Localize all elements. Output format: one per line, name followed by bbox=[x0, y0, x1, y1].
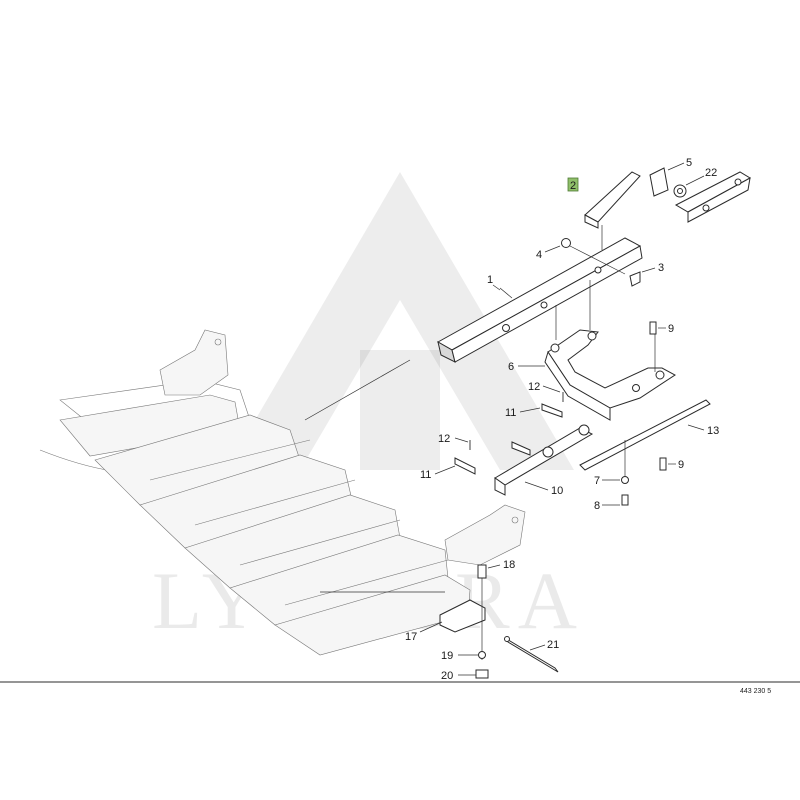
conveyor-slats bbox=[39, 329, 526, 656]
callout-3[interactable]: 3 bbox=[641, 262, 664, 274]
svg-text:9: 9 bbox=[678, 459, 684, 471]
parts-5-22-detail bbox=[649, 167, 752, 223]
svg-text:12: 12 bbox=[438, 433, 450, 445]
callout-19[interactable]: 19 bbox=[441, 650, 478, 662]
svg-text:13: 13 bbox=[707, 425, 719, 437]
callout-2[interactable]: 2 bbox=[567, 177, 579, 192]
svg-text:4: 4 bbox=[536, 249, 542, 261]
drawing-reference: 443 230 5 bbox=[740, 688, 771, 695]
parts-3-4-fasteners bbox=[561, 238, 641, 287]
callout-9-upper[interactable]: 9 bbox=[658, 323, 674, 335]
svg-text:1: 1 bbox=[487, 274, 493, 286]
parts-7-8-9-hardware bbox=[621, 321, 667, 506]
callout-4[interactable]: 4 bbox=[536, 245, 561, 261]
svg-text:5: 5 bbox=[686, 157, 692, 169]
callout-10[interactable]: 10 bbox=[524, 481, 563, 497]
callout-8[interactable]: 8 bbox=[594, 500, 620, 512]
callout-5[interactable]: 5 bbox=[667, 157, 692, 171]
svg-text:10: 10 bbox=[551, 485, 563, 497]
callout-18[interactable]: 18 bbox=[487, 559, 515, 571]
part-2-wear-plate bbox=[584, 171, 641, 250]
svg-text:11: 11 bbox=[420, 469, 431, 481]
svg-text:11: 11 bbox=[505, 407, 516, 419]
svg-text:8: 8 bbox=[594, 500, 600, 512]
svg-text:3: 3 bbox=[658, 262, 664, 274]
svg-text:20: 20 bbox=[441, 670, 453, 682]
callout-17[interactable]: 17 bbox=[405, 621, 443, 643]
svg-text:18: 18 bbox=[503, 559, 515, 571]
svg-text:21: 21 bbox=[547, 639, 559, 651]
part-6-frame bbox=[544, 280, 676, 421]
callout-9-lower[interactable]: 9 bbox=[668, 459, 684, 471]
svg-text:7: 7 bbox=[594, 475, 600, 487]
svg-text:19: 19 bbox=[441, 650, 453, 662]
part-1-crossbar bbox=[436, 237, 643, 363]
callout-7[interactable]: 7 bbox=[594, 475, 620, 487]
svg-text:2: 2 bbox=[570, 180, 576, 192]
callout-11-upper[interactable]: 11 bbox=[505, 407, 541, 419]
svg-text:6: 6 bbox=[508, 361, 514, 373]
part-13-rod bbox=[579, 399, 711, 478]
svg-text:17: 17 bbox=[405, 631, 417, 643]
callout-22[interactable]: 22 bbox=[685, 167, 717, 186]
callout-1[interactable]: 1 bbox=[487, 274, 501, 291]
callout-6[interactable]: 6 bbox=[508, 361, 545, 373]
callout-21[interactable]: 21 bbox=[529, 639, 559, 651]
callout-20[interactable]: 20 bbox=[441, 670, 476, 682]
parts-17-20-21 bbox=[320, 564, 559, 679]
svg-text:9: 9 bbox=[668, 323, 674, 335]
callouts: 1 2 3 4 5 6 7 8 bbox=[405, 157, 719, 682]
callout-12-upper[interactable]: 12 bbox=[528, 381, 561, 393]
svg-text:22: 22 bbox=[705, 167, 717, 179]
svg-text:12: 12 bbox=[528, 381, 540, 393]
callout-12-lower[interactable]: 12 bbox=[438, 433, 469, 445]
callout-13[interactable]: 13 bbox=[687, 424, 719, 437]
callout-11-lower[interactable]: 11 bbox=[420, 465, 456, 481]
parts-10-11-12-shaft-assembly bbox=[454, 392, 594, 496]
